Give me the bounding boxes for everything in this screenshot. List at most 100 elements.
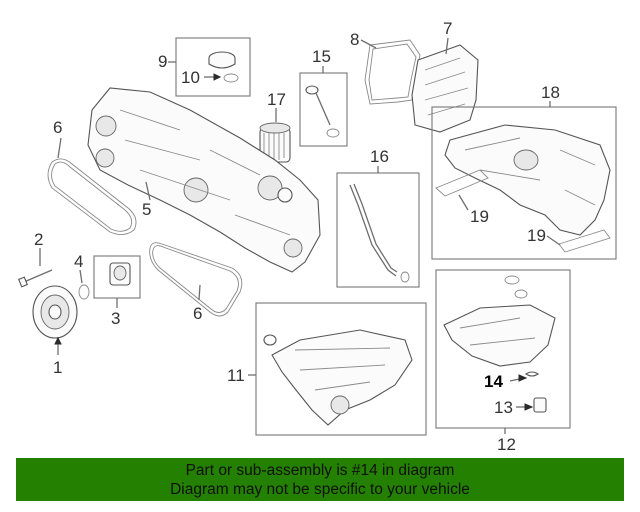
valve-cover bbox=[411, 44, 479, 133]
valve-cover-7 bbox=[411, 37, 479, 133]
intake-runners bbox=[464, 137, 596, 206]
belt-6-lower bbox=[149, 242, 243, 317]
cover-gasket-inner bbox=[368, 43, 417, 101]
banner-line-part: Part or sub-assembly is #14 in diagram bbox=[185, 461, 455, 479]
oil-filler-cap-group bbox=[168, 37, 251, 97]
tensioner-group bbox=[93, 255, 141, 308]
filter-boss bbox=[277, 187, 293, 203]
tube-box bbox=[336, 172, 420, 288]
throttle-port bbox=[513, 149, 539, 171]
leader-6a bbox=[57, 137, 62, 159]
drain-plug bbox=[533, 397, 547, 413]
drive-belt-lower bbox=[149, 242, 243, 317]
engine-block bbox=[87, 87, 321, 273]
tube-o-ring bbox=[400, 271, 410, 283]
arrow-1 bbox=[54, 336, 62, 345]
cap-box bbox=[175, 37, 251, 97]
callout-16: 16 bbox=[370, 147, 389, 166]
leader-19a bbox=[458, 194, 469, 211]
callout-10: 10 bbox=[181, 68, 200, 87]
callout-18: 18 bbox=[541, 83, 560, 102]
callout-14: 14 bbox=[484, 372, 503, 391]
lower-pan-box bbox=[435, 269, 571, 429]
cap-gasket bbox=[223, 73, 239, 83]
filler-cap-body bbox=[208, 58, 236, 69]
washer-4 bbox=[78, 269, 90, 300]
oil-filter-ribs bbox=[263, 133, 285, 161]
cam-hole-4 bbox=[283, 238, 303, 258]
leader-8 bbox=[360, 39, 377, 49]
intake-gasket-left bbox=[435, 169, 489, 197]
dipstick-shaft bbox=[315, 92, 331, 126]
callout-6-lower: 6 bbox=[193, 304, 203, 323]
callout-9: 9 bbox=[158, 52, 168, 71]
valve-cover-ribs bbox=[424, 57, 469, 116]
belt-6-upper bbox=[47, 137, 137, 235]
tube-group bbox=[336, 166, 420, 288]
callout-11: 11 bbox=[227, 366, 245, 385]
tube-edge bbox=[353, 183, 398, 273]
leader-7 bbox=[445, 37, 449, 55]
callout-8: 8 bbox=[350, 30, 360, 49]
engine-block-ribs bbox=[119, 109, 291, 236]
callout-19-right: 19 bbox=[527, 226, 546, 245]
pan-port bbox=[330, 395, 350, 415]
tube bbox=[349, 184, 397, 277]
callout-17: 17 bbox=[267, 90, 286, 109]
intake-box bbox=[431, 106, 617, 260]
callout-2: 2 bbox=[34, 230, 44, 249]
cam-pulley-hole-1 bbox=[95, 115, 117, 137]
dipstick-handle bbox=[305, 85, 319, 95]
exploded-parts-diagram bbox=[18, 37, 617, 436]
callout-12: 12 bbox=[497, 435, 516, 454]
dipstick-group bbox=[299, 66, 348, 147]
seal-ring-top bbox=[504, 275, 520, 285]
lower-oil-pan-group bbox=[435, 269, 571, 434]
callout-13: 13 bbox=[494, 398, 513, 417]
intake-gasket-right bbox=[558, 229, 611, 253]
arrow-13 bbox=[524, 403, 534, 411]
bolt-shaft bbox=[23, 269, 53, 283]
intake-manifold-group bbox=[431, 101, 617, 260]
leader-6b bbox=[198, 284, 201, 301]
callout-5: 5 bbox=[142, 200, 152, 219]
drive-belt-lower-inner bbox=[152, 245, 239, 313]
tensioner-core bbox=[113, 265, 127, 281]
upper-pan-box bbox=[255, 302, 427, 436]
intake-manifold bbox=[444, 124, 611, 236]
arrow-14 bbox=[518, 374, 528, 382]
callout-4: 4 bbox=[74, 252, 84, 271]
bolt-head bbox=[18, 276, 28, 288]
leader-19b bbox=[546, 235, 561, 246]
callout-19-left: 19 bbox=[470, 207, 489, 226]
callout-3: 3 bbox=[111, 309, 121, 328]
drive-belt-upper bbox=[47, 158, 137, 235]
idler-hole bbox=[183, 177, 209, 203]
seal-ring-mid bbox=[514, 289, 528, 299]
leader-4 bbox=[79, 269, 83, 284]
upper-oil-pan bbox=[271, 329, 413, 426]
crank-pulley-1 bbox=[32, 285, 78, 355]
pan-plug bbox=[263, 334, 277, 346]
oil-filter-17 bbox=[259, 108, 291, 163]
arrow-10 bbox=[213, 73, 222, 81]
upper-oil-pan-group bbox=[248, 302, 427, 436]
dipstick-ring bbox=[326, 128, 340, 138]
crank-pulley-hub bbox=[48, 304, 62, 320]
leader-5 bbox=[145, 181, 151, 201]
bolt-2 bbox=[18, 248, 53, 288]
washer bbox=[78, 284, 90, 300]
info-banner: Part or sub-assembly is #14 in diagram D… bbox=[16, 458, 624, 501]
lower-oil-pan bbox=[443, 304, 556, 367]
callout-1: 1 bbox=[53, 358, 63, 377]
callout-15: 15 bbox=[312, 47, 331, 66]
gasket-8 bbox=[360, 39, 421, 105]
gasket-19 bbox=[435, 169, 611, 253]
upper-pan-ribs bbox=[294, 347, 391, 391]
lower-pan-ribs bbox=[459, 317, 536, 346]
drain-gasket bbox=[525, 371, 539, 377]
callout-6-upper: 6 bbox=[53, 118, 63, 137]
cam-pulley-hole-2 bbox=[95, 148, 115, 168]
callout-7: 7 bbox=[443, 19, 453, 38]
